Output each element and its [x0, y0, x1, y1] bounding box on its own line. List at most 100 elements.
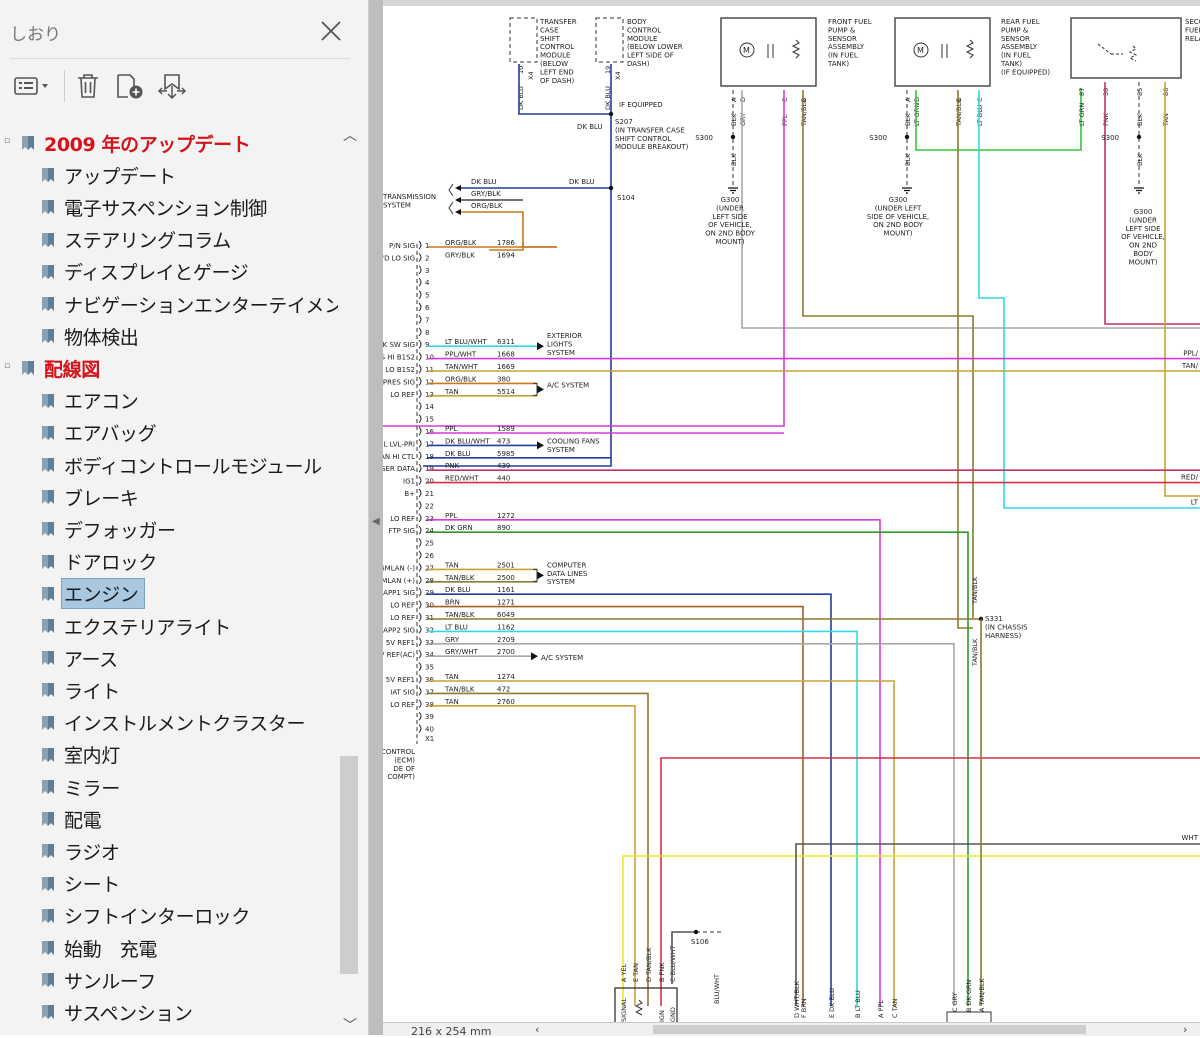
bookmark-item[interactable]: 室内灯 — [38, 740, 120, 770]
ecm-circuit-number: 2500 — [497, 574, 515, 582]
scroll-down-arrow-icon[interactable]: ﹀ — [343, 1015, 357, 1035]
status-bar: 216 x 254 mm ‹ › — [383, 1022, 1200, 1036]
s331-wire-label: TAN/BLK — [971, 638, 979, 667]
bookmark-item[interactable]: エンジン — [38, 579, 336, 609]
pin-bracket — [419, 266, 421, 274]
pin-bracket — [419, 663, 421, 671]
bookmark-icon — [38, 938, 58, 958]
bottom-right-pin: A TAN/BLK — [978, 977, 986, 1012]
collapse-panel-arrow-icon[interactable]: ◀ — [372, 516, 380, 527]
tccm-module-label: MODULE — [540, 52, 570, 60]
rear-pump-label: SENSOR — [1001, 35, 1030, 43]
bookmark-item[interactable]: エアコン — [38, 386, 138, 416]
ecm-pin-signal: 5V REF1 — [386, 639, 415, 647]
ecm-label: (ECM) — [394, 756, 415, 764]
expand-bookmark-button[interactable] — [154, 68, 190, 104]
bookmark-item[interactable]: 物体検出 — [38, 321, 138, 351]
collapse-toggle-icon[interactable]: ▫ — [4, 137, 12, 145]
pin-bracket — [419, 315, 421, 323]
wire-lt-grn — [916, 88, 1081, 150]
bookmark-icon — [38, 487, 58, 507]
ecm-pin-number: 24 — [425, 527, 434, 535]
g300-label: LEFT SIDE — [1125, 225, 1160, 233]
bookmark-icon — [38, 616, 58, 636]
relay-pin: 85 — [1136, 88, 1144, 96]
bookmark-item[interactable]: シート — [38, 869, 120, 899]
panel-splitter[interactable]: ◀ — [369, 0, 383, 1035]
options-menu-button[interactable] — [8, 68, 54, 104]
ecm-wire-label: DK BLU — [445, 586, 471, 594]
bookmark-group[interactable]: ▫配線図 — [18, 353, 100, 383]
tccm-module-label: SHIFT — [540, 35, 561, 43]
pin-bracket — [419, 477, 421, 485]
ecm-wire-label: TAN/WHT — [444, 363, 478, 371]
bookmark-item[interactable]: ミラー — [38, 772, 120, 802]
wire-pnk — [1105, 82, 1200, 324]
bookmark-item[interactable]: 配電 — [38, 804, 101, 834]
bookmark-icon — [38, 326, 58, 346]
bookmark-icon — [38, 874, 58, 894]
delete-bookmark-button[interactable] — [72, 68, 104, 104]
tccm-module-label: (BELOW — [540, 60, 568, 68]
bookmark-item[interactable]: ドアロック — [38, 547, 157, 577]
panel-scrollbar[interactable]: ︿ ﹀ — [338, 120, 360, 1035]
horizontal-scrollbar-thumb[interactable] — [653, 1025, 1086, 1034]
header-divider — [10, 58, 350, 59]
collapse-toggle-icon[interactable]: ▫ — [4, 362, 12, 370]
ecm-pin-signal: IG1 — [403, 478, 415, 486]
bookmark-item[interactable]: テレマティクス — [38, 1030, 193, 1035]
pin-bracket — [419, 291, 421, 299]
bookmark-item[interactable]: ライト — [38, 675, 120, 705]
bookmark-item[interactable]: シフトインターロック — [38, 901, 250, 931]
bookmark-item[interactable]: 始動 充電 — [38, 933, 157, 963]
bookmark-item[interactable]: サンルーフ — [38, 965, 156, 995]
panel-title: しおり — [10, 20, 61, 45]
bookmark-item[interactable]: ナビゲーションエンターテイメント — [38, 289, 338, 319]
blk-wire-label: BLK — [1136, 153, 1144, 166]
scroll-up-arrow-icon[interactable]: ︿ — [343, 125, 357, 145]
scrollbar-thumb[interactable] — [340, 756, 358, 974]
bookmark-icon — [38, 745, 58, 765]
g300-label: ON 2ND — [1129, 242, 1157, 250]
ecm-pin-number: 1 — [425, 242, 429, 250]
s207-label: (IN TRANSFER CASE — [615, 126, 685, 134]
bookmark-icon — [38, 552, 58, 572]
bookmark-item[interactable]: ステアリングコラム — [38, 225, 231, 255]
bookmark-item-label: サスペンション — [64, 999, 193, 1026]
bookmark-item[interactable]: ラジオ — [38, 836, 119, 866]
bookmark-item[interactable]: サスペンション — [38, 997, 193, 1027]
pin-bracket — [419, 415, 421, 423]
rear-pump-label: (IF EQUIPPED) — [1001, 68, 1050, 76]
bookmark-item[interactable]: ボディコントロールモジュール — [38, 450, 322, 480]
close-panel-button[interactable] — [316, 16, 346, 46]
bracket — [533, 569, 537, 581]
ecm-circuit-number: 5985 — [497, 450, 515, 458]
g300-label: ON 2ND BODY — [705, 230, 755, 238]
ecm-circuit-number: 380 — [497, 375, 510, 383]
bookmark-group[interactable]: ▫2009 年のアップデート — [18, 128, 250, 158]
bookmark-item[interactable]: 電子サスペンション制御 — [38, 192, 267, 222]
ecm-pin-number: 17 — [425, 440, 434, 448]
ecm-pin-signal: PRES SIG — [383, 378, 415, 386]
bcm-module-box — [596, 18, 623, 62]
bookmark-item[interactable]: アース — [38, 643, 118, 673]
ecm-circuit-number: 6049 — [497, 611, 515, 619]
scroll-right-arrow-icon[interactable]: › — [1183, 1023, 1187, 1036]
new-bookmark-button[interactable] — [112, 68, 148, 104]
bookmark-icon — [38, 906, 58, 926]
scroll-left-arrow-icon[interactable]: ‹ — [535, 1023, 539, 1036]
bookmark-icon — [38, 680, 58, 700]
g300-label: MOUNT) — [884, 230, 913, 238]
bookmark-item-label: ディスプレイとゲージ — [64, 258, 248, 285]
bookmark-item[interactable]: エクステリアライト — [38, 611, 231, 641]
bookmark-item[interactable]: アップデート — [38, 160, 176, 190]
bookmark-item[interactable]: インストルメントクラスター — [38, 708, 305, 738]
relay-wire-label: LT GRN — [1078, 103, 1086, 126]
bookmark-item[interactable]: ディスプレイとゲージ — [38, 257, 248, 287]
wire-lt-blu — [979, 90, 1200, 508]
bookmark-item[interactable]: ブレーキ — [38, 482, 138, 512]
bookmark-item[interactable]: デフォッガー — [38, 514, 176, 544]
bookmark-item[interactable]: エアバッグ — [38, 418, 156, 448]
sensor-pin-function: GND — [669, 1007, 677, 1022]
